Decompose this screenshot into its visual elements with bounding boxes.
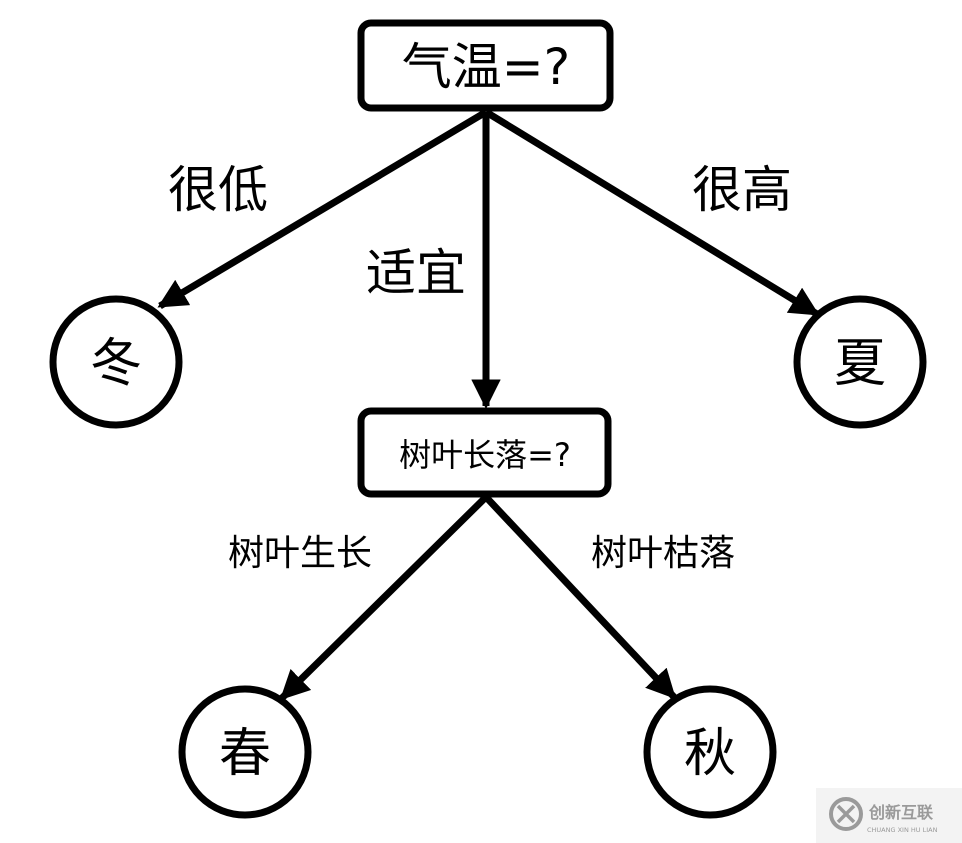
- winter-leaf-node: 冬: [49, 295, 183, 429]
- autumn-leaf-node: 秋: [643, 685, 777, 819]
- watermark-subtext: CHUANG XIN HU LIAN: [867, 826, 938, 834]
- summer-node-circle: [793, 295, 927, 429]
- edge-mid-spring: [279, 494, 489, 701]
- edge-label-leaves-grow: 树叶生长: [228, 533, 372, 574]
- edge-label-moderate: 适宜: [366, 244, 466, 302]
- spring-leaf-node: 春: [178, 685, 312, 819]
- autumn-node-label: 秋: [684, 724, 736, 784]
- root-decision-node: 气温=?: [357, 19, 614, 112]
- winter-node-label: 冬: [90, 334, 142, 394]
- leaf-change-decision-node: 树叶长落=?: [357, 407, 612, 498]
- watermark-emblem-icon: [829, 797, 863, 831]
- edge-label-leaves-fall: 树叶枯落: [591, 533, 735, 574]
- summer-node-label: 夏: [834, 334, 886, 394]
- mid-node-box: [357, 407, 612, 498]
- spring-node-circle: [178, 685, 312, 819]
- edge-label-very-low: 很低: [168, 161, 268, 219]
- spring-node-label: 春: [219, 724, 271, 784]
- winter-node-circle: [49, 295, 183, 429]
- edge-root-summer: [484, 109, 820, 317]
- edge-label-very-high: 很高: [692, 161, 792, 219]
- edges: [157, 108, 820, 701]
- mid-node-label: 树叶长落=?: [399, 436, 571, 474]
- edge-root-winter: [157, 108, 488, 310]
- watermark-logo: 创新互联 CHUANG XIN HU LIAN: [816, 788, 962, 843]
- watermark-background: [816, 788, 962, 843]
- root-node-label: 气温=?: [402, 38, 570, 96]
- root-node-box: [357, 19, 614, 112]
- autumn-node-circle: [643, 685, 777, 819]
- edge-mid-autumn: [483, 494, 677, 700]
- watermark-text: 创新互联: [868, 803, 933, 822]
- summer-leaf-node: 夏: [793, 295, 927, 429]
